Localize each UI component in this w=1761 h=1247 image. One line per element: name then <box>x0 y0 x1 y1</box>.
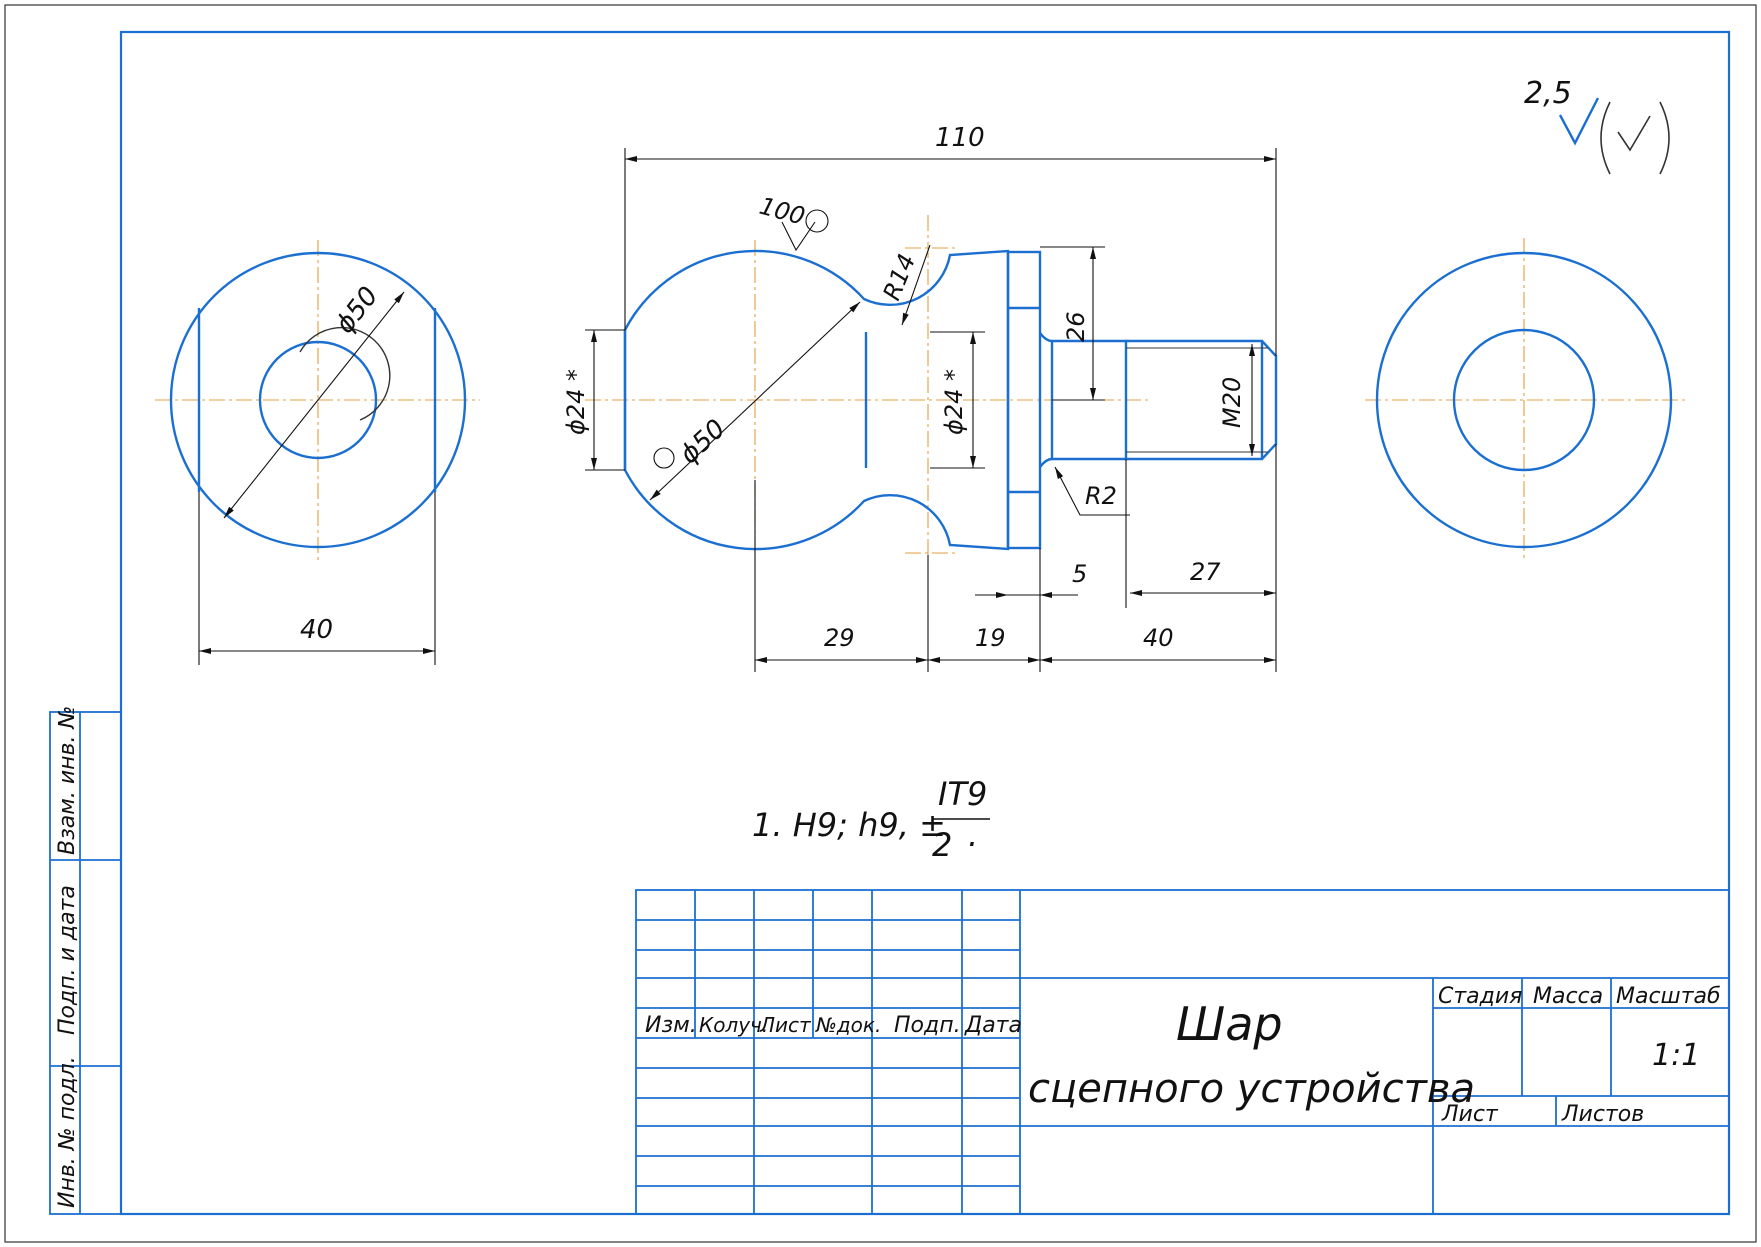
dim-19: 19 <box>975 624 1006 652</box>
dim-d24-neck: ϕ24 * <box>940 369 968 435</box>
dim-m20: M20 <box>1218 377 1246 428</box>
dim-27: 27 <box>1190 558 1221 586</box>
title-block: Изм. Колуч. Лист №док. Подп. Дата Стадия… <box>635 889 1730 1215</box>
sheet-trim <box>4 4 1757 1243</box>
finish-100: 100 <box>756 192 807 231</box>
left-view: ϕ50 40 <box>155 240 480 665</box>
dim-110: 110 <box>935 123 985 153</box>
note-prefix: 1. H9; h9, ± <box>752 806 946 844</box>
dim-d50-side: ϕ50 <box>674 414 731 470</box>
dim-40-bottom: 40 <box>1143 624 1174 652</box>
tb-title-line2: сцепного устройства <box>1028 1066 1475 1112</box>
note-numerator: IT9 <box>938 775 987 813</box>
dim-5: 5 <box>1072 560 1087 588</box>
dim-d24-left: ϕ24 * <box>562 369 590 435</box>
roughness-mark: 2,5 <box>1524 76 1670 175</box>
tb-header-podp: Подп. <box>894 1013 961 1038</box>
roughness-value: 2,5 <box>1524 76 1572 111</box>
tb-header-izm: Изм. <box>645 1013 697 1038</box>
tb-scale-label: Масштаб <box>1616 984 1721 1009</box>
dim-r14: R14 <box>878 250 922 304</box>
tb-header-ndok: №док. <box>815 1013 881 1037</box>
tb-scale-value: 1:1 <box>1652 1038 1700 1073</box>
side-inv-dup: Взам. инв. № <box>55 706 80 855</box>
side-sign-date: Подп. и дата <box>55 885 80 1035</box>
tb-header-koluch: Колуч. <box>699 1013 768 1037</box>
tb-stage-label: Стадия <box>1438 984 1522 1009</box>
main-view: 110 100 R14 ϕ24 * ϕ50 ϕ24 * 26 M20 R2 <box>562 123 1278 672</box>
right-view <box>1365 238 1685 562</box>
note-suffix: . <box>968 816 978 854</box>
dim-d50-left: ϕ50 <box>330 281 385 339</box>
tb-header-data: Дата <box>964 1013 1022 1038</box>
side-stamp: Взам. инв. № Подп. и дата Инв. № подл. <box>49 706 122 1215</box>
technical-note: 1. H9; h9, ± IT9 2 . <box>752 775 990 864</box>
dim-26: 26 <box>1062 311 1090 342</box>
dim-40-left: 40 <box>300 615 333 645</box>
tb-title-line1: Шар <box>1176 997 1283 1051</box>
note-denominator: 2 <box>932 826 952 864</box>
side-inv-orig: Инв. № подл. <box>55 1056 80 1208</box>
dim-r2: R2 <box>1085 482 1117 510</box>
tb-mass-label: Масса <box>1533 984 1603 1009</box>
tb-sheet-label: Лист <box>1441 1102 1499 1127</box>
tb-header-list: Лист <box>759 1013 812 1037</box>
tb-sheets-label: Листов <box>1561 1102 1644 1127</box>
dim-29: 29 <box>824 624 855 652</box>
